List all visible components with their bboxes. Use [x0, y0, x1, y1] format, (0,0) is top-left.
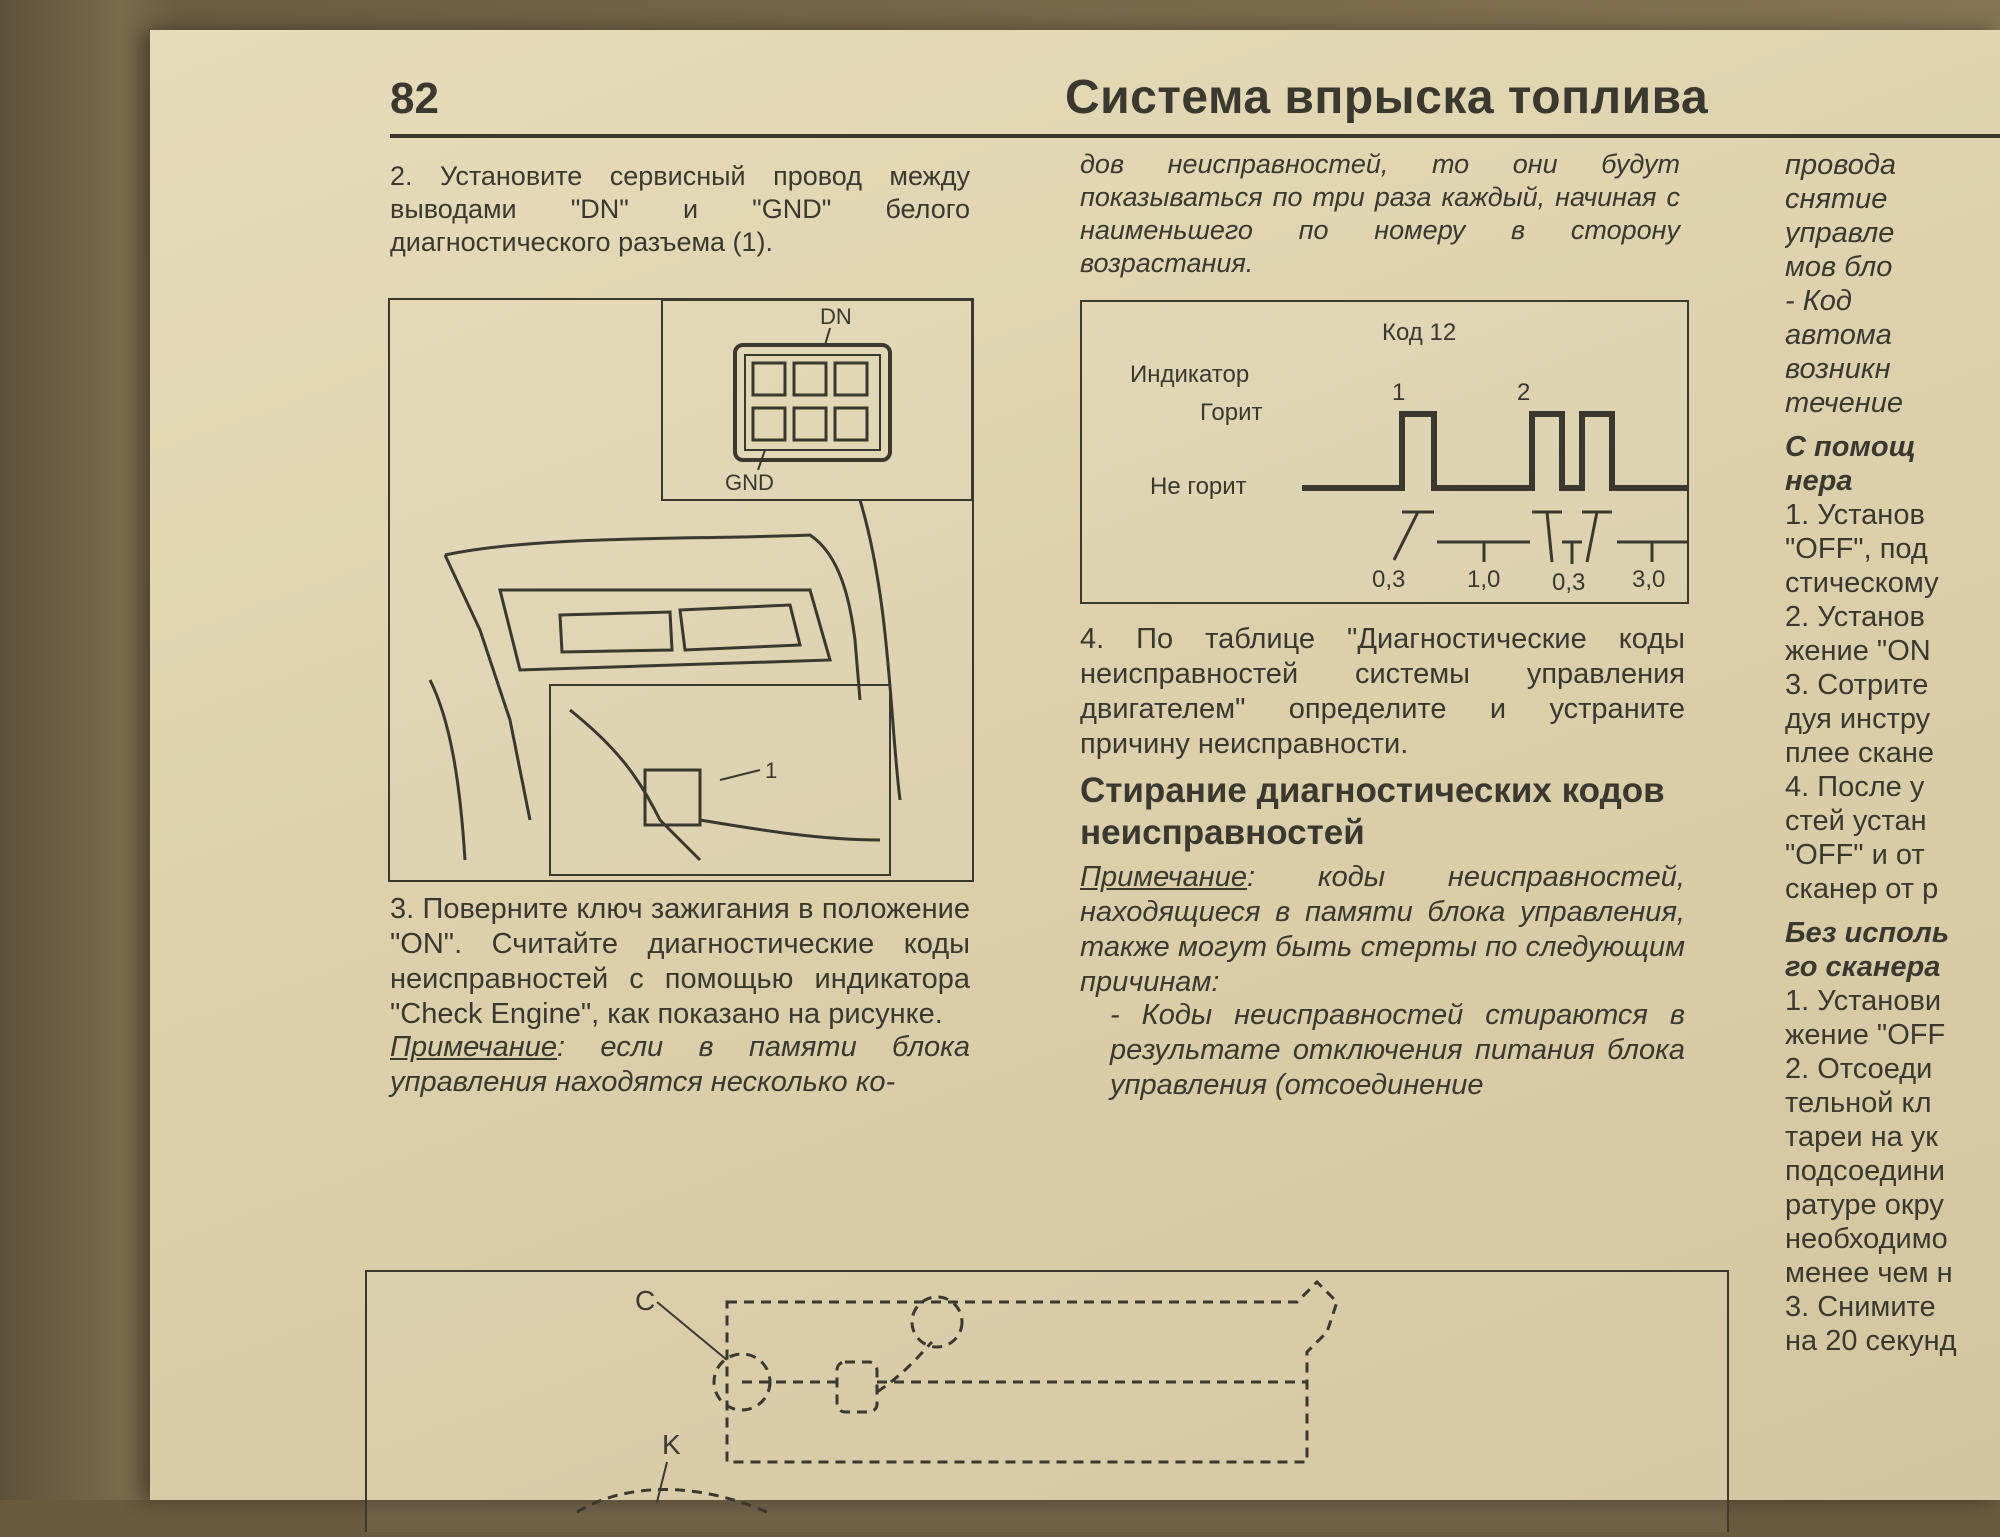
col3-line: управле [1785, 217, 1895, 249]
col3-line: течение [1785, 387, 1904, 419]
col3-heading-line: нера [1785, 465, 1853, 497]
col3-line: возникн [1785, 353, 1891, 385]
label-indicator: Индикатор [1130, 361, 1249, 388]
col3-line: 1. Установ [1785, 499, 1925, 531]
col3-block-1: 1. Установ "OFF", под стическому 2. Уста… [1785, 498, 2000, 906]
note-2: Примечание: коды неисправностей, находящ… [1080, 860, 1685, 1000]
col3-line: стей устан [1785, 805, 1927, 837]
col3-line: 1. Установи [1785, 985, 1942, 1017]
bullet-power-off: - Коды неисправностей стираются в резуль… [1110, 999, 1685, 1101]
figure-connector-location: DN GND 1 [388, 298, 974, 882]
col3-line: тареи на ук [1785, 1121, 1938, 1153]
col3-line: "OFF" и от [1785, 839, 1925, 871]
col3-line: плее скане [1785, 737, 1935, 769]
header-rule [390, 134, 2000, 138]
label-1: 1 [765, 758, 777, 783]
time-1: 0,3 [1372, 566, 1405, 593]
col3-line: 2. Установ [1785, 601, 1925, 633]
col3-line: на 20 секунд [1785, 1325, 1957, 1357]
figure-code-12-timing: Код 12 Индикатор Горит Не горит 1 2 0,3 … [1080, 300, 1722, 604]
note-1-text: : если в памяти блока управления находят… [390, 1031, 970, 1098]
col3-line: дуя инстру [1785, 703, 1931, 735]
note-1: Примечание: если в памяти блока управлен… [390, 1030, 970, 1100]
col3-line: 4. После у [1785, 771, 1925, 803]
col3-line: менее чем н [1785, 1257, 1953, 1289]
col3-heading-line: го сканера [1785, 951, 1941, 983]
note-2-text: : коды неисправностей, находящиеся в пам… [1080, 861, 1685, 998]
time-4: 3,0 [1632, 566, 1665, 593]
note-1-label: Примечание [390, 1031, 558, 1063]
col3-line: жение "ON [1785, 635, 1931, 667]
col3-line: снятие [1785, 183, 1888, 215]
step-4-text: 4. По таблице "Диагностические коды неис… [1080, 623, 1685, 760]
col3-line: ратуре окру [1785, 1189, 1944, 1221]
timing-diagram: Код 12 Индикатор Горит Не горит 1 2 0,3 … [1130, 319, 1722, 596]
col3-line: 3. Сотрите [1785, 669, 1929, 701]
col3-italic-block: провода снятие управле мов бло - Код авт… [1785, 148, 2000, 420]
col3-heading-line: Без исполь [1785, 917, 1950, 949]
time-2: 1,0 [1467, 566, 1500, 593]
label-k: K [662, 1429, 681, 1460]
col3-heading-line: С помощ [1785, 431, 1916, 463]
section-heading-erase-codes: Стирание диагностических кодов неисправн… [1080, 771, 1665, 852]
col3-line: сканер от р [1785, 873, 1939, 905]
page-number: 82 [390, 74, 439, 123]
column-3: провода снятие управле мов бло - Код авт… [1785, 148, 2000, 1358]
col3-heading-without-scanner: Без исполь го сканера [1785, 916, 2000, 984]
col3-line: тельной кл [1785, 1087, 1932, 1119]
col3-line: 2. Отсоеди [1785, 1053, 1933, 1085]
figure-battery-layout: C K [365, 1270, 1729, 1532]
label-off: Не горит [1150, 473, 1247, 500]
label-c: C [635, 1285, 655, 1316]
code-title: Код 12 [1382, 319, 1456, 346]
col3-line: мов бло [1785, 251, 1893, 283]
digit-2: 2 [1517, 379, 1530, 406]
col3-line: подсоедини [1785, 1155, 1945, 1187]
col3-line: провода [1785, 149, 1897, 181]
step-2-text: 2. Установите сервисный провод между выв… [390, 161, 970, 257]
col3-line: "OFF", под [1785, 533, 1928, 565]
step-3-text: 3. Поверните ключ зажигания в положение … [390, 893, 970, 1030]
label-dn: DN [820, 304, 852, 329]
col3-heading-with-scanner: С помощ нера [1785, 430, 2000, 498]
time-3: 0,3 [1552, 569, 1585, 596]
book-page: 82 Система впрыска топлива 2. Установите… [150, 30, 2000, 1532]
label-on: Горит [1200, 399, 1262, 426]
col3-line: автома [1785, 319, 1892, 351]
digit-1: 1 [1392, 379, 1405, 406]
label-gnd: GND [725, 470, 774, 495]
col3-line: жение "OFF [1785, 1019, 1946, 1051]
page-title: Система впрыска топлива [1065, 71, 1709, 124]
note-2-label: Примечание [1080, 861, 1248, 893]
col3-block-2: 1. Установи жение "OFF 2. Отсоеди тельно… [1785, 984, 2000, 1358]
col3-line: необходимо [1785, 1223, 1948, 1255]
col3-line: - Код [1785, 285, 1852, 317]
col3-line: стическому [1785, 567, 1939, 599]
continued-text: дов неисправностей, то они будут показыв… [1080, 149, 1680, 278]
col3-line: 3. Снимите [1785, 1291, 1936, 1323]
connector-illustration: DN GND 1 [428, 299, 973, 876]
battery-layout-illustration: C K [576, 1279, 1339, 1514]
